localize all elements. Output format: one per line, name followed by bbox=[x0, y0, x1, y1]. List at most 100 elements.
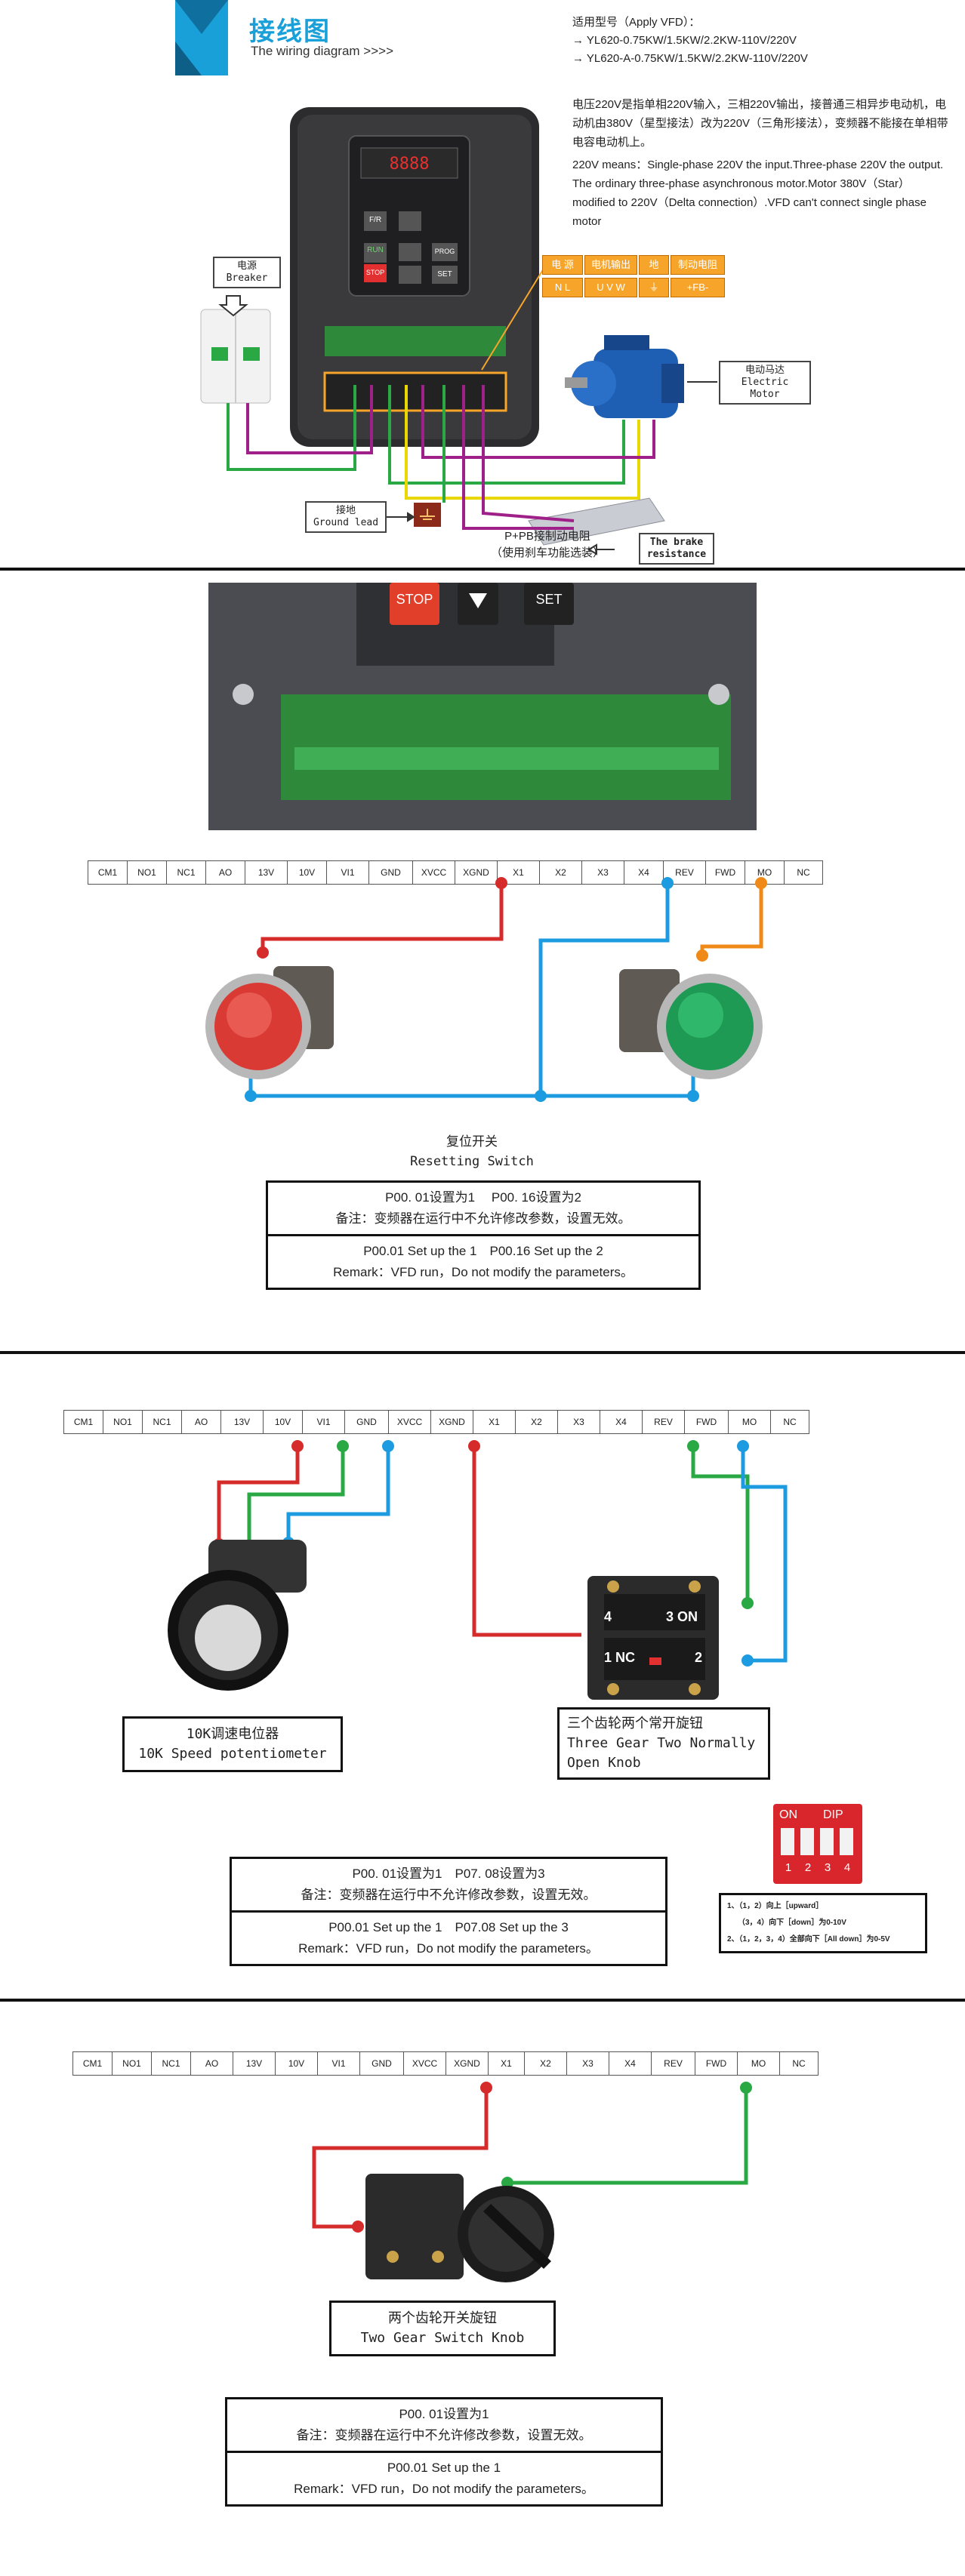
param-en-line1: P00.01 Set up the 1 P00.16 Set up the 2 bbox=[363, 1244, 603, 1258]
terminal-cell: X4 bbox=[609, 2052, 652, 2075]
knob-on-label: 3 ON bbox=[665, 1609, 698, 1624]
page-title: 接线图 bbox=[249, 17, 331, 46]
vfd-unit: 8888 bbox=[290, 107, 539, 447]
dip-toggle bbox=[800, 1828, 814, 1855]
keypad-stop-label: STOP bbox=[365, 269, 385, 276]
two-gear-switch-caption-en: Two Gear Switch Knob bbox=[360, 2330, 525, 2346]
terminal-cell: X3 bbox=[558, 1411, 600, 1433]
description-cn: 电压220V是指单相220V输入，三相220V输出，接普通三相异步电动机，电动机… bbox=[572, 98, 948, 149]
dip-toggle bbox=[820, 1828, 834, 1855]
dip-toggle bbox=[781, 1828, 794, 1855]
terminal-cell: XGND bbox=[431, 1411, 473, 1433]
apply-models: 适用型号（Apply VFD）： → YL620-0.75KW/1.5KW/2.… bbox=[572, 14, 808, 68]
terminal-cell: 10V bbox=[264, 1411, 303, 1433]
terminal-cell: MO bbox=[738, 2052, 780, 2075]
terminal-cell: AO bbox=[206, 861, 245, 884]
red-pushbutton-icon bbox=[205, 966, 334, 1079]
terminal-value-brake: +FB- bbox=[671, 278, 725, 297]
three-gear-knob-caption: 三个齿轮两个常开旋钮 Three Gear Two Normally Open … bbox=[557, 1707, 770, 1780]
terminal-header-motor: 电机输出 bbox=[584, 255, 637, 275]
three-gear-knob-caption-en1: Three Gear Two Normally bbox=[567, 1735, 756, 1751]
reset-switch-caption-en: Resetting Switch bbox=[410, 1154, 534, 1169]
param-box-2: P00. 01设置为1 P07. 08设置为3 备注：变频器在运行中不允许修改参… bbox=[230, 1857, 667, 1966]
terminal-cell: XGND bbox=[446, 2052, 489, 2075]
param-row-en: P00.01 Set up the 1 P00.16 Set up the 2 … bbox=[268, 1234, 698, 1288]
closeup-set-label: SET bbox=[535, 592, 563, 607]
ground-label-en: Ground lead bbox=[313, 517, 379, 528]
param-row-en: P00.01 Set up the 1 P07.08 Set up the 3 … bbox=[232, 1910, 665, 1964]
param-row-cn: P00. 01设置为1 P07. 08设置为3 备注：变频器在运行中不允许修改参… bbox=[232, 1859, 665, 1910]
terminal-cell: X4 bbox=[600, 1411, 643, 1433]
terminal-cell: REV bbox=[664, 861, 706, 884]
terminal-cell: MO bbox=[729, 1411, 771, 1433]
dip-number: 4 bbox=[843, 1861, 851, 1874]
dip-number: 3 bbox=[824, 1861, 831, 1874]
terminal-closeup-drawing bbox=[208, 583, 757, 830]
arrows bbox=[218, 295, 717, 556]
param-en-line2: Remark：VFD run，Do not modify the paramet… bbox=[333, 1265, 634, 1279]
terminal-cell: XGND bbox=[455, 861, 498, 884]
terminal-cell: VI1 bbox=[303, 1411, 345, 1433]
potentiometer-caption: 10K调速电位器 10K Speed potentiometer bbox=[122, 1716, 343, 1772]
two-gear-switch-caption: 两个齿轮开关旋钮 Two Gear Switch Knob bbox=[329, 2301, 556, 2356]
terminal-cell: XVCC bbox=[389, 1411, 431, 1433]
terminal-cell: NC bbox=[792, 2058, 806, 2069]
terminal-cell: NC1 bbox=[167, 861, 206, 884]
terminal-cell: GND bbox=[360, 2052, 404, 2075]
apply-model-2: → YL620-A-0.75KW/1.5KW/2.2KW-110V/220V bbox=[572, 52, 808, 65]
terminal-cell: 13V bbox=[245, 861, 288, 884]
param-cn-line1: P00. 01设置为1 bbox=[399, 2407, 489, 2421]
terminal-cell: CM1 bbox=[64, 1411, 103, 1433]
terminal-header-ground: 地 bbox=[639, 255, 669, 275]
ground-label: 接地 Ground lead bbox=[305, 501, 387, 533]
terminal-cell: X2 bbox=[516, 1411, 558, 1433]
three-gear-knob-caption-en2: Open Knob bbox=[567, 1755, 641, 1771]
terminal-cell: VI1 bbox=[327, 861, 369, 884]
top-wiring-diagram: 8888 bbox=[200, 107, 717, 556]
dip-note-1: 1、（1，2）向上［upward］ bbox=[727, 1902, 824, 1910]
three-gear-knob-icon bbox=[587, 1576, 719, 1700]
param-cn-line1: P00. 01设置为1 P07. 08设置为3 bbox=[352, 1867, 545, 1881]
brake-resistance-line2: resistance bbox=[646, 549, 707, 560]
param-box-3: P00. 01设置为1 备注：变频器在运行中不允许修改参数，设置无效。 P00.… bbox=[225, 2397, 663, 2507]
two-gear-switch-icon bbox=[365, 2174, 554, 2282]
param-cn-line1: P00. 01设置为1 P00. 16设置为2 bbox=[385, 1190, 581, 1205]
terminal-cell: 13V bbox=[221, 1411, 264, 1433]
two-gear-switch-caption-cn: 两个齿轮开关旋钮 bbox=[388, 2310, 497, 2326]
param-box-1: P00. 01设置为1 P00. 16设置为2 备注：变频器在运行中不允许修改参… bbox=[266, 1180, 701, 1290]
terminal-cell: X1 bbox=[498, 861, 540, 884]
electric-motor-icon bbox=[565, 335, 684, 418]
terminal-cell: X3 bbox=[582, 861, 624, 884]
section-divider bbox=[0, 1351, 965, 1354]
terminal-cell: X1 bbox=[473, 1411, 516, 1433]
terminal-cell: NO1 bbox=[128, 861, 167, 884]
breaker-label: 电源 Breaker bbox=[213, 257, 281, 288]
terminal-cell: 13V bbox=[233, 2052, 276, 2075]
param-cn-line2: 备注：变频器在运行中不允许修改参数，设置无效。 bbox=[296, 2428, 592, 2442]
terminal-cell: X2 bbox=[525, 2052, 567, 2075]
terminal-value-power: N L bbox=[542, 278, 583, 297]
terminal-cell: X4 bbox=[624, 861, 664, 884]
breaker-icon bbox=[200, 309, 271, 404]
dip-note-3: 2、（1，2，3，4）全部向下［All down］为0-5V bbox=[727, 1935, 890, 1944]
reset-switch-caption: 复位开关 Resetting Switch bbox=[378, 1132, 566, 1171]
terminal-cell: AO bbox=[191, 2052, 233, 2075]
dip-note-2: （3，4）向下［down］为0-10V bbox=[738, 1919, 846, 1927]
param-en-line1: P00.01 Set up the 1 bbox=[387, 2461, 501, 2475]
terminal-value-ground: ⏚ bbox=[639, 278, 669, 297]
brake-label-cn: P+PB接制动电阻 bbox=[504, 530, 590, 543]
apply-model-1: → YL620-0.75KW/1.5KW/2.2KW-110V/220V bbox=[572, 34, 797, 47]
param-row-cn: P00. 01设置为1 P00. 16设置为2 备注：变频器在运行中不允许修改参… bbox=[268, 1183, 698, 1234]
page-subtitle: The wiring diagram >>>> bbox=[251, 44, 393, 58]
terminal-cell: X1 bbox=[489, 2052, 525, 2075]
section1-wiring bbox=[205, 877, 767, 1102]
ground-label-cn: 接地 bbox=[335, 505, 356, 516]
motor-label: 电动马达 Electric Motor bbox=[719, 361, 811, 405]
section-divider bbox=[0, 568, 965, 571]
knob-2-label: 2 bbox=[694, 1650, 702, 1665]
potentiometer-caption-cn: 10K调速电位器 bbox=[186, 1726, 279, 1742]
breaker-label-cn: 电源 bbox=[236, 260, 257, 272]
dip-notes: 1、（1，2）向上［upward］ （3，4）向下［down］为0-10V 2、… bbox=[719, 1893, 927, 1953]
terminal-cell: NO1 bbox=[113, 2052, 152, 2075]
dip-number: 1 bbox=[785, 1861, 792, 1874]
